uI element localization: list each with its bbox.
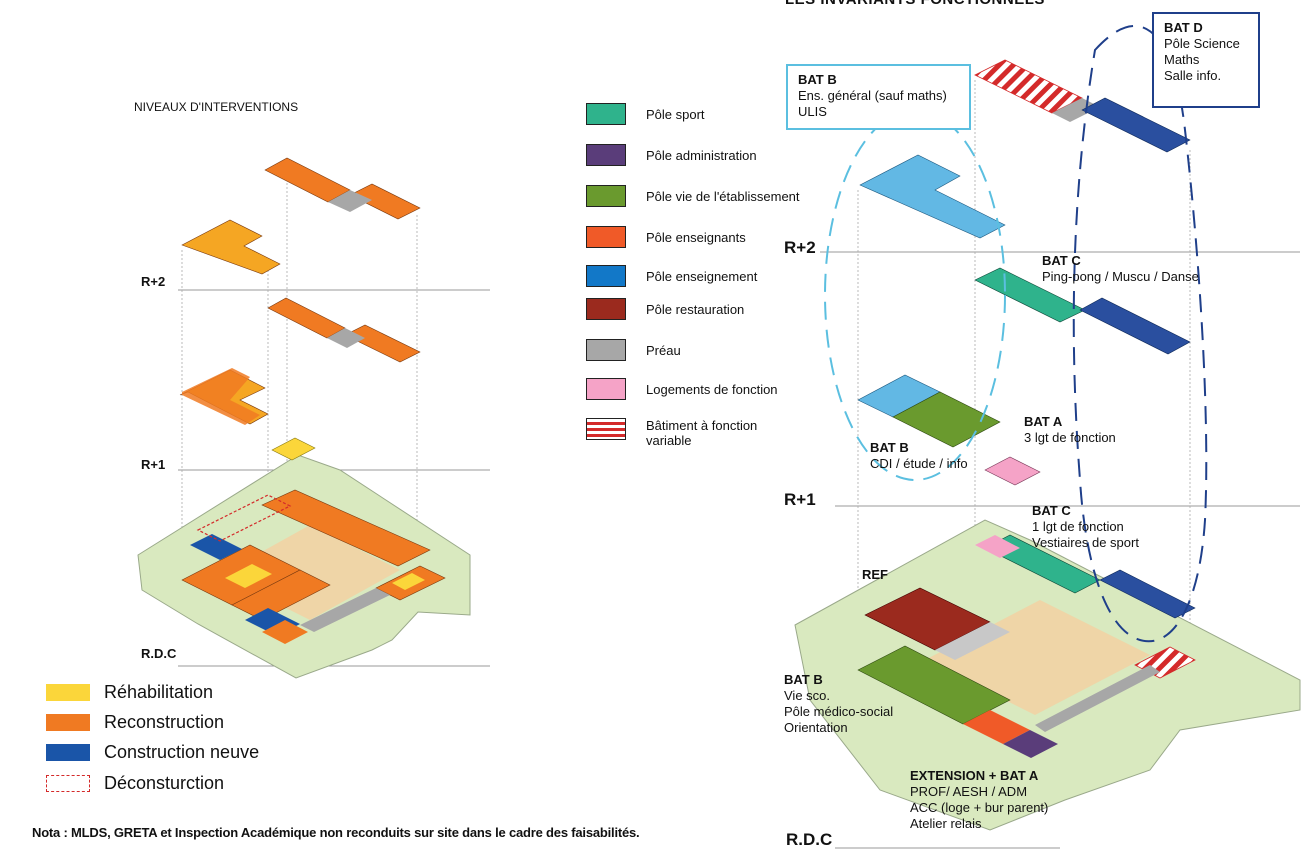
legend-swatch — [586, 185, 626, 207]
legend-item-logements: Logements de fonction — [586, 377, 778, 401]
label-bat-c-rdc: BAT C 1 lgt de fonction Vestiaires de sp… — [1032, 503, 1139, 550]
right-rdc-enseignants — [963, 710, 1030, 744]
left-rdc-preau — [300, 588, 390, 632]
right-r1-bat-a-logement — [984, 456, 1041, 486]
legend-item-enseignement: Pôle enseignement — [586, 264, 757, 288]
legend-item-sport: Pôle sport — [586, 102, 705, 126]
label-bat-c-r2: BAT C Ping-pong / Muscu / Danse — [1042, 253, 1199, 284]
left-r2-west — [181, 219, 281, 275]
label-bat-b-r1: BAT B CDI / étude / info — [870, 440, 968, 471]
right-rdc-preau-east — [1035, 665, 1160, 732]
legend-item-variable: Bâtiment à fonction variable — [586, 418, 757, 454]
legend-swatch — [586, 144, 626, 166]
left-r2-north — [264, 157, 351, 203]
label-bat-a-r1: BAT A 3 lgt de fonction — [1024, 414, 1116, 445]
legend-swatch — [46, 743, 90, 761]
legend-swatch-striped — [586, 418, 626, 440]
left-rdc-new-block — [190, 534, 242, 560]
left-level-rdc: R.D.C — [141, 646, 177, 661]
left-r1-west-body — [182, 368, 260, 425]
right-level-r1: R+1 — [784, 490, 816, 509]
left-deconstruction-outline — [196, 494, 292, 542]
right-rdc-vie-etab — [857, 645, 1011, 725]
legend-item-rehabilitation: Réhabilitation — [46, 682, 213, 702]
header-partial-title: LES INVARIANTS FONCTIONNELS — [785, 0, 1045, 8]
right-rdc-preau-west — [935, 622, 1010, 660]
legend-swatch — [46, 713, 90, 731]
left-rdc-south-orange — [262, 620, 308, 644]
left-r2-link — [328, 190, 372, 212]
bat-b-top-box: BAT B Ens. général (sauf maths) ULIS — [786, 64, 971, 130]
right-level-lines — [820, 251, 1300, 849]
left-rdc-building-south — [231, 569, 331, 621]
legend-swatch — [586, 339, 626, 361]
left-rdc-yellow-block — [225, 564, 272, 588]
right-r2-bat-b — [859, 154, 1006, 239]
legend-item-vie-etablissement: Pôle vie de l'établissement — [586, 184, 800, 208]
right-rdc-enseignement — [1099, 569, 1196, 619]
legend-swatch — [586, 298, 626, 320]
left-r1-north-b — [344, 324, 421, 363]
left-level-r1: R+1 — [141, 457, 166, 472]
legend-item-enseignants: Pôle enseignants — [586, 225, 746, 249]
right-rdc-admin — [1003, 730, 1058, 758]
bat-b-dashed-ellipse — [824, 109, 1006, 481]
legend-swatch — [586, 378, 626, 400]
bat-d-dashed-outline — [1072, 25, 1208, 643]
legend-item-construction-neuve: Construction neuve — [46, 742, 259, 762]
left-rdc-yellow-east — [392, 573, 425, 590]
left-rdc-building-north — [261, 489, 431, 567]
legend-item-preau: Préau — [586, 338, 681, 362]
right-r1-bat-b-vie — [892, 391, 1001, 448]
left-r1-link — [327, 328, 365, 348]
legend-item-reconstruction: Reconstruction — [46, 712, 224, 732]
left-level-r2: R+2 — [141, 274, 166, 289]
label-extension: EXTENSION + BAT A PROF/ AESH / ADM ACC (… — [910, 768, 1049, 831]
label-bat-b-rdc: BAT B Vie sco. Pôle médico-social Orient… — [784, 672, 894, 735]
right-r2-bat-d — [1081, 97, 1191, 153]
right-r1-bat-d-ens — [1079, 297, 1191, 355]
bat-d-box: BAT D Pôle Science Maths Salle info. — [1152, 12, 1260, 108]
legend-item-administration: Pôle administration — [586, 143, 757, 167]
right-vertical-guides — [857, 80, 1191, 660]
right-level-r2: R+2 — [784, 238, 816, 257]
right-level-rdc: R.D.C — [786, 830, 833, 849]
label-ref: REF — [862, 567, 888, 582]
legend-variable-line1: Bâtiment à fonction — [646, 418, 758, 433]
left-r2-north-b — [349, 183, 421, 220]
legend-swatch-dashed — [46, 774, 90, 792]
legend-swatch — [46, 683, 90, 701]
legend-item-deconstruction: Déconsturction — [46, 773, 224, 793]
footnote: Nota : MLDS, GRETA et Inspection Académi… — [32, 825, 640, 840]
legend-variable-line2: variable — [646, 433, 692, 448]
right-rdc-logement — [975, 535, 1020, 558]
left-r1-yellow-block — [271, 437, 316, 461]
legend-swatch — [586, 103, 626, 125]
left-section-title: NIVEAUX D'INTERVENTIONS — [134, 100, 299, 114]
legend-swatch — [586, 226, 626, 248]
right-r2-variable — [974, 59, 1083, 114]
legend-item-restauration: Pôle restauration — [586, 297, 744, 321]
legend-swatch — [586, 265, 626, 287]
left-r1-north — [267, 297, 346, 339]
